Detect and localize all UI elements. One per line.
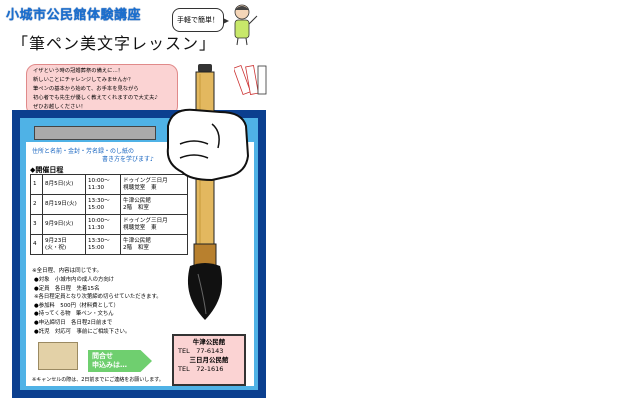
inquiry-arrow: 問合せ 申込みは… <box>88 350 152 372</box>
office-phone: TEL 77-6143 <box>178 347 224 355</box>
mascot-illustration <box>234 4 258 46</box>
intro-line: 初心者でも先生が優しく教えてくれますので大丈夫♪ <box>33 95 158 101</box>
detail-line: ●持ってくる物 筆ペン・文ちん <box>34 311 114 318</box>
time-start: 13:30～ <box>88 237 110 244</box>
venue-room: 視聴覚室 東 <box>123 184 157 191</box>
row-number: 2 <box>30 194 43 215</box>
speech-bubble: 手軽で簡単！ <box>172 8 229 32</box>
venue-name: 牛津公民館 <box>123 197 151 204</box>
office-name: 牛津公民館 <box>192 338 226 346</box>
contact-box: 牛津公民館 TEL 77-6143 三日月公民館 TEL 72-1616 <box>172 334 246 386</box>
row-number: 3 <box>30 214 43 235</box>
time-end: 15:00 <box>88 204 105 211</box>
venue-name: ドゥイング三日月 <box>123 217 168 224</box>
venue-room: 視聴覚室 東 <box>123 224 157 231</box>
subject-line: 書き方を学びます♪ <box>102 156 154 163</box>
time-end: 11:30 <box>88 224 105 231</box>
row-time: 13:30～15:00 <box>85 234 121 255</box>
row-date: 8月19日(火) <box>42 194 86 215</box>
time-start: 13:30～ <box>88 197 110 204</box>
page-title: 「筆ペン美文字レッスン」 <box>12 34 217 53</box>
schedule-heading: ◆開催日程 <box>30 166 64 174</box>
row-number: 4 <box>30 234 43 255</box>
intro-line: 新しいことにチャレンジしてみませんか？ <box>33 77 134 83</box>
row-number: 1 <box>30 174 43 195</box>
cancel-note: ※キャンセルの際は、2日前までにご連絡をお願いします。 <box>32 377 164 383</box>
office-phone: TEL 72-1616 <box>178 365 224 373</box>
row-time: 10:00～11:30 <box>85 174 121 195</box>
envelope-icon <box>234 64 267 96</box>
schedule-table: 1 8月5日(火) 10:00～11:30 ドゥイング三日月視聴覚室 東 2 8… <box>30 174 188 255</box>
decorative-bar <box>34 126 156 140</box>
inquiry-line: 申込みは… <box>92 361 127 369</box>
subject-line: 住所と名前・金封・芳名録・のし紙の <box>32 148 135 155</box>
row-date: 9月23日(火・祝) <box>42 234 86 255</box>
venue-name: 牛津公民館 <box>123 237 151 244</box>
row-date: 9月9日(火) <box>42 214 86 235</box>
schedule-note: ※全日程、内容は同じです。 <box>32 268 103 274</box>
venue-name: ドゥイング三日月 <box>123 177 168 184</box>
sample-photo <box>38 342 78 370</box>
time-start: 10:00～ <box>88 177 110 184</box>
intro-box: イザという時の冠婚葬祭の備えに…！ 新しいことにチャレンジしてみませんか？ 筆ペ… <box>26 64 178 116</box>
row-date: 8月5日(火) <box>42 174 86 195</box>
intro-line: 筆ペンの基本から始めて、お手本を見ながら <box>33 86 139 92</box>
subject-text: 住所と名前・金封・芳名録・のし紙の 書き方を学びます♪ <box>32 148 154 164</box>
detail-line: ●参加料 500円（材料費として） <box>34 302 119 309</box>
detail-line: ※各日程定員となり次第締め切らせていただきます。 <box>34 294 162 301</box>
date-weekday: (火・祝) <box>45 244 67 251</box>
details-list: ●対象 小城市内の成人の方向け ●定員 各日程 先着15名 ※各日程定員となり次… <box>34 276 162 336</box>
detail-line: ●定員 各日程 先着15名 <box>34 285 100 292</box>
detail-line: ●申込締切日 各日程2日前まで <box>34 319 113 326</box>
venue-room: 2階 和室 <box>123 244 149 251</box>
row-time: 10:00～11:30 <box>85 214 121 235</box>
intro-line: ぜひお越しください！ <box>33 104 86 110</box>
time-start: 10:00～ <box>88 217 110 224</box>
detail-line: ●対象 小城市内の成人の方向け <box>34 277 115 283</box>
detail-line: ●託児 対応可 事前にご相談下さい。 <box>34 328 131 335</box>
date-day: 9月23日 <box>45 237 67 244</box>
venue-room: 2階 和室 <box>123 204 149 211</box>
intro-line: イザという時の冠婚葬祭の備えに…！ <box>33 68 124 74</box>
inquiry-line: 問合せ <box>92 352 113 360</box>
row-time: 13:30～15:00 <box>85 194 121 215</box>
brush-hand-illustration <box>166 64 250 320</box>
time-end: 11:30 <box>88 184 105 191</box>
time-end: 15:00 <box>88 244 105 251</box>
header-title: 小城市公民館体験講座 <box>6 8 142 23</box>
office-name: 三日月公民館 <box>189 356 229 364</box>
